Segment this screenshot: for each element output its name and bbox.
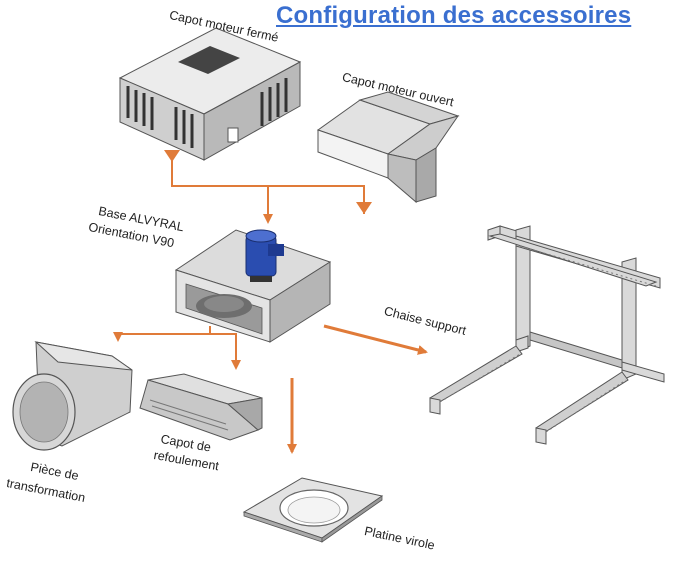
down-chevron-icon — [356, 202, 372, 214]
arrow-to-discharge-hood — [210, 333, 241, 370]
assembly-connectors — [171, 152, 365, 224]
closed-motor-hood — [118, 27, 302, 161]
transformation-piece — [12, 341, 133, 451]
page-title: Configuration des accessoires — [276, 2, 632, 29]
support-chair — [429, 225, 665, 445]
motor-icon — [245, 229, 284, 282]
down-chevron-icon — [164, 150, 180, 162]
arrow-to-support-chair — [323, 324, 428, 355]
arrow-to-transformation — [113, 326, 211, 342]
discharge-hood — [139, 373, 263, 441]
ferrule-plate — [242, 477, 384, 543]
open-motor-hood — [316, 91, 460, 204]
